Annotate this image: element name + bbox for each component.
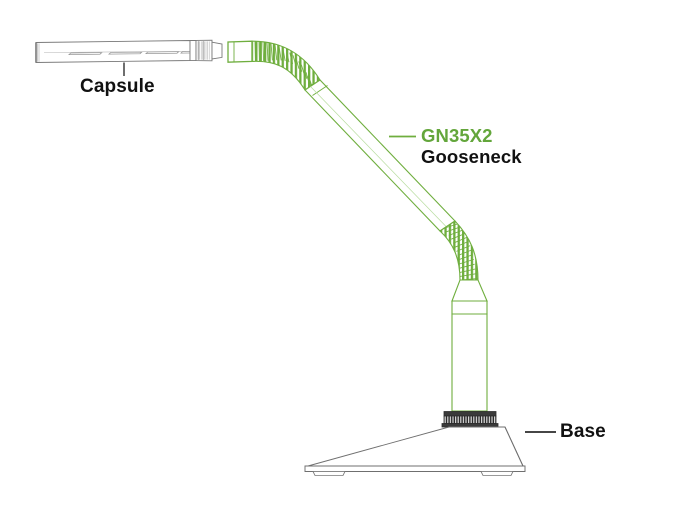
capsule-slot bbox=[144, 51, 180, 54]
shaft-tube-body bbox=[451, 313, 488, 412]
shaft-collar-band bbox=[451, 300, 488, 315]
collar-top-ring bbox=[443, 411, 497, 417]
capsule-part bbox=[35, 39, 223, 63]
shaft-taper-cone bbox=[451, 279, 488, 302]
gooseneck-highlight bbox=[310, 86, 448, 229]
base-foot bbox=[312, 471, 346, 476]
vertical-shaft-part bbox=[451, 279, 488, 412]
gooseneck-upper-flex bbox=[227, 40, 321, 96]
gooseneck-model-label: GN35X2 bbox=[421, 125, 493, 146]
gooseneck-lower-flex bbox=[439, 220, 479, 281]
collar-knurl-band bbox=[443, 415, 497, 424]
base-label: Base bbox=[560, 421, 606, 442]
capsule-label: Capsule bbox=[80, 76, 155, 97]
capsule-tail-nut bbox=[211, 41, 223, 60]
base-bottom-plate bbox=[304, 465, 526, 472]
capsule-centerline bbox=[43, 51, 187, 53]
base-wedge-body bbox=[307, 426, 524, 467]
base-rear-edge bbox=[504, 426, 524, 467]
gooseneck-kind-label: Gooseneck bbox=[421, 145, 522, 167]
connector-knurl-texture bbox=[197, 41, 210, 60]
knurled-collar-part bbox=[441, 411, 499, 428]
collar-bottom-ring bbox=[441, 423, 499, 428]
base-foot bbox=[480, 471, 514, 476]
connector-rings bbox=[198, 41, 204, 60]
gooseneck-upper-collar bbox=[227, 40, 253, 63]
capsule-slot bbox=[67, 52, 103, 55]
capsule-coupling-step bbox=[189, 39, 197, 62]
capsule-slot bbox=[107, 51, 143, 55]
base-part bbox=[304, 426, 526, 476]
gooseneck-seam-top bbox=[312, 85, 328, 96]
capsule-end-hatch bbox=[37, 43, 40, 62]
flex-lower-ribs bbox=[443, 223, 478, 281]
gooseneck-label-group: GN35X2 Gooseneck bbox=[421, 125, 522, 167]
capsule-connector-band bbox=[195, 39, 213, 62]
